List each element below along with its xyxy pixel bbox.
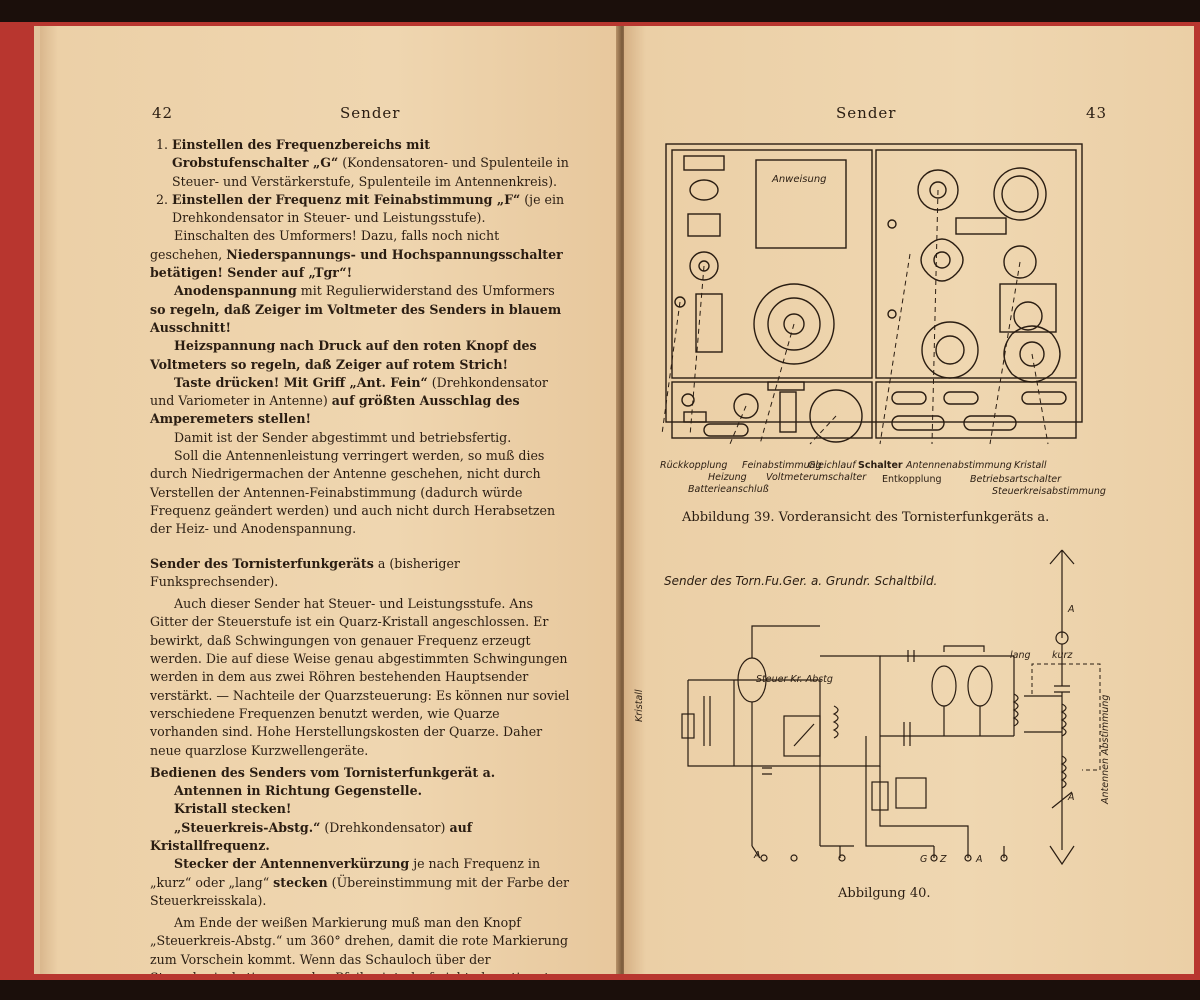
label-z: Z: [940, 854, 947, 865]
anweisung-label: Anweisung: [771, 174, 827, 185]
step-antennen: Antennen in Richtung Gegenstelle.: [174, 783, 422, 799]
paragraph-taste: Taste drücken! Mit Griff „Ant. Fein“ (Dr…: [150, 374, 548, 427]
label-a-lower: A: [1068, 792, 1075, 803]
label-lang: lang: [1010, 650, 1031, 661]
paragraph-betriebsfertig: Damit ist der Sender abgestimmt und betr…: [174, 429, 512, 445]
left-page: 42 Sender 1. Einstellen des Frequenzbere…: [34, 26, 626, 974]
label-a-1: A: [754, 850, 761, 861]
section-heading-bedienen: Bedienen des Senders vom Tornisterfunkge…: [150, 764, 496, 780]
caption-figure-40: Abbilgung 40.: [838, 886, 931, 901]
paragraph-umformer: Einschalten des Umformers! Dazu, falls n…: [150, 228, 563, 281]
label-kristall: Kristall: [1014, 460, 1047, 471]
figure-39-front-view: Anweisung: [661, 143, 1083, 445]
panel-outline: [665, 143, 1083, 423]
label-heizung: Heizung: [708, 472, 747, 483]
step-steuerkreis: „Steuerkreis-Abstg.“ (Drehkondensator) a…: [150, 819, 473, 853]
label-antennenabstimmung: Antennenabstimmung: [906, 460, 1012, 471]
figure-40-title: Sender des Torn.Fu.Ger. a. Grundr. Schal…: [664, 574, 938, 588]
label-feinabstimmung: Feinabstimmung: [742, 460, 822, 471]
paragraph-heizspannung: Heizspannung nach Druck auf den roten Kn…: [150, 338, 537, 372]
label-schalter: Schalter: [858, 460, 903, 471]
page-number-left: 42: [152, 104, 174, 122]
label-a-2: A: [976, 854, 983, 865]
label-antennen-abstimmung: Antennen Abstimmung: [1100, 694, 1111, 804]
page-number-right: 43: [1086, 104, 1108, 122]
paragraph-quarz: Auch dieser Sender hat Steuer- und Leist…: [150, 596, 570, 758]
step-kristall: Kristall stecken!: [174, 801, 292, 817]
label-betriebsartschalter: Betriebsartschalter: [970, 474, 1062, 485]
step-2: 2. Einstellen der Frequenz mit Feinabsti…: [156, 191, 565, 226]
step-stecker: Stecker der Antennenverkürzung je nach F…: [150, 856, 570, 908]
label-gleichlauf: Gleichlauf: [808, 460, 856, 471]
label-steuerkreisabstimmung: Steuerkreisabstimmung: [992, 486, 1106, 497]
label-kristall-schema: Kristall: [634, 689, 645, 722]
label-a-top: A: [1068, 604, 1075, 615]
paragraph-antennenleistung: Soll die Antennenleistung verringert wer…: [150, 448, 556, 537]
label-voltmeterumschalter: Voltmeterumschalter: [766, 472, 867, 483]
label-steuerkr-abstg: Steuer Kr. Abstg: [756, 674, 833, 685]
paragraph-markierung: Am Ende der weißen Markierung muß man de…: [150, 915, 569, 974]
left-text-block: 1. Einstellen des Frequenzbereichs mit G…: [150, 136, 570, 974]
book-spread: 42 Sender 1. Einstellen des Frequenzbere…: [0, 22, 1200, 980]
running-head-left: Sender: [340, 104, 401, 122]
paragraph-anodenspannung: Anodenspannung mit Regulierwiderstand de…: [150, 283, 562, 335]
step-1: 1. Einstellen des Frequenzbereichs mit G…: [156, 137, 569, 189]
label-entkopplung: Entkopplung: [882, 474, 942, 485]
label-g: G: [920, 854, 928, 865]
running-head-right: Sender: [836, 104, 897, 122]
caption-figure-39: Abbildung 39. Vorderansicht des Torniste…: [682, 510, 1050, 525]
label-kurz: kurz: [1052, 650, 1073, 661]
figure-40-schematic: [681, 549, 1101, 866]
section-heading-sender: Sender des Tornisterfunkgeräts a (bisher…: [150, 555, 460, 589]
right-page: Sender 43: [624, 26, 1194, 974]
label-batterieanschluss: Batterieanschluß: [688, 484, 769, 495]
label-rueckkopplung: Rückkopplung: [660, 460, 728, 471]
